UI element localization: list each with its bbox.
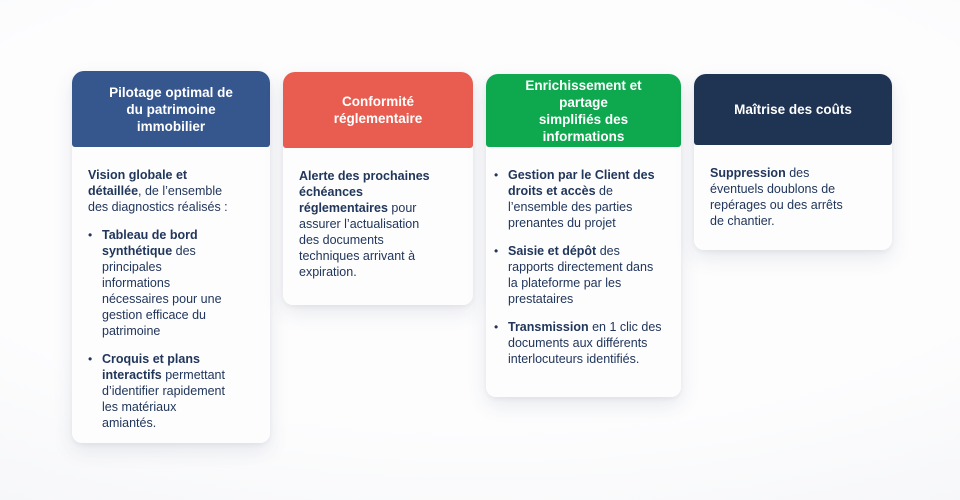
text-segment: , de l’ensemble des diagnostics réalisés… (88, 184, 228, 214)
text-segment-bold: Suppression (710, 166, 786, 180)
text-segment: des principales informations nécessaires… (102, 244, 222, 338)
bullet-dot-icon: • (88, 352, 93, 366)
block-text: Saisie et dépôt des rapports directement… (508, 243, 653, 307)
text-segment: de l’ensemble des parties prenantes du p… (508, 184, 633, 230)
card-body: Suppression des éventuels doublons de re… (694, 145, 892, 250)
card-header: Pilotage optimal de du patrimoine immobi… (72, 71, 270, 147)
card-header: Maîtrise des coûts (694, 74, 892, 145)
bullet-dot-icon: • (494, 168, 499, 182)
block-text: Croquis et plans interactifs permettant … (102, 351, 225, 431)
text-segment-bold: Croquis et plans interactifs (102, 352, 200, 382)
block-text: Suppression des éventuels doublons de re… (710, 166, 843, 228)
text-segment-bold: Transmission (508, 320, 589, 334)
bullet-dot-icon: • (494, 244, 499, 258)
block-text: Transmission en 1 clic des documents aux… (508, 319, 662, 367)
benefit-card-pilotage-patrimoine: Pilotage optimal de du patrimoine immobi… (72, 71, 270, 443)
bullet-item: • Saisie et dépôt des rapports directemen… (494, 243, 673, 307)
text-segment: permettant d’identifier rapidement les m… (102, 368, 225, 430)
bullet-dot-icon: • (88, 228, 93, 242)
text-segment-bold: Gestion par le Client des droits et accè… (508, 168, 655, 198)
text-segment-bold: Alerte des prochaines échéances réglemen… (299, 169, 430, 215)
card-title: Conformité réglementaire (333, 94, 423, 126)
block-text: Vision globale et détaillée, de l’ensemb… (88, 168, 228, 214)
bullet-item: • Tableau de bord synthétique des princip… (88, 227, 254, 339)
text-segment-bold: Vision globale et détaillée (88, 168, 188, 198)
benefit-card-enrichissement-partage: Enrichissement et partage simplifiés des… (486, 74, 681, 397)
card-title: Maîtrise des coûts (734, 102, 852, 117)
block-text: Gestion par le Client des droits et accè… (508, 167, 655, 231)
card-title: Enrichissement et partage simplifiés des… (525, 77, 642, 144)
card-body: • Gestion par le Client des droits et acc… (486, 147, 681, 397)
card-header: Conformité réglementaire (283, 72, 473, 148)
body-paragraph: Suppression des éventuels doublons de re… (710, 165, 876, 229)
text-segment-bold: Tableau de bord synthétique (102, 228, 198, 258)
text-segment: des rapports directement dans la platefo… (508, 244, 654, 306)
card-header: Enrichissement et partage simplifiés des… (486, 74, 681, 147)
block-text: Alerte des prochaines échéances réglemen… (299, 169, 430, 279)
bullet-item: • Gestion par le Client des droits et acc… (494, 167, 673, 231)
text-segment: des éventuels doublons de repérages ou d… (710, 166, 843, 228)
text-segment: en 1 clic des documents aux différents i… (508, 320, 662, 366)
card-title: Pilotage optimal de du patrimoine immobi… (109, 84, 233, 134)
card-body: Alerte des prochaines échéances réglemen… (283, 148, 473, 305)
text-segment-bold: Saisie et dépôt (508, 244, 597, 258)
body-paragraph: Vision globale et détaillée, de l’ensemb… (88, 167, 254, 215)
body-paragraph: Alerte des prochaines échéances réglemen… (299, 168, 457, 280)
bullet-item: • Transmission en 1 clic des documents au… (494, 319, 673, 367)
card-body: Vision globale et détaillée, de l’ensemb… (72, 147, 270, 443)
benefit-card-conformite-reglementaire: Conformité réglementaire Alerte des proc… (283, 72, 473, 305)
text-segment: pour assurer l’actualisation des documen… (299, 201, 420, 279)
bullet-item: • Croquis et plans interactifs permettant… (88, 351, 254, 431)
cards-container: Pilotage optimal de du patrimoine immobi… (72, 71, 892, 443)
bullet-dot-icon: • (494, 320, 499, 334)
block-text: Tableau de bord synthétique des principa… (102, 227, 222, 339)
benefit-card-maitrise-couts: Maîtrise des coûts Suppression des évent… (694, 74, 892, 250)
